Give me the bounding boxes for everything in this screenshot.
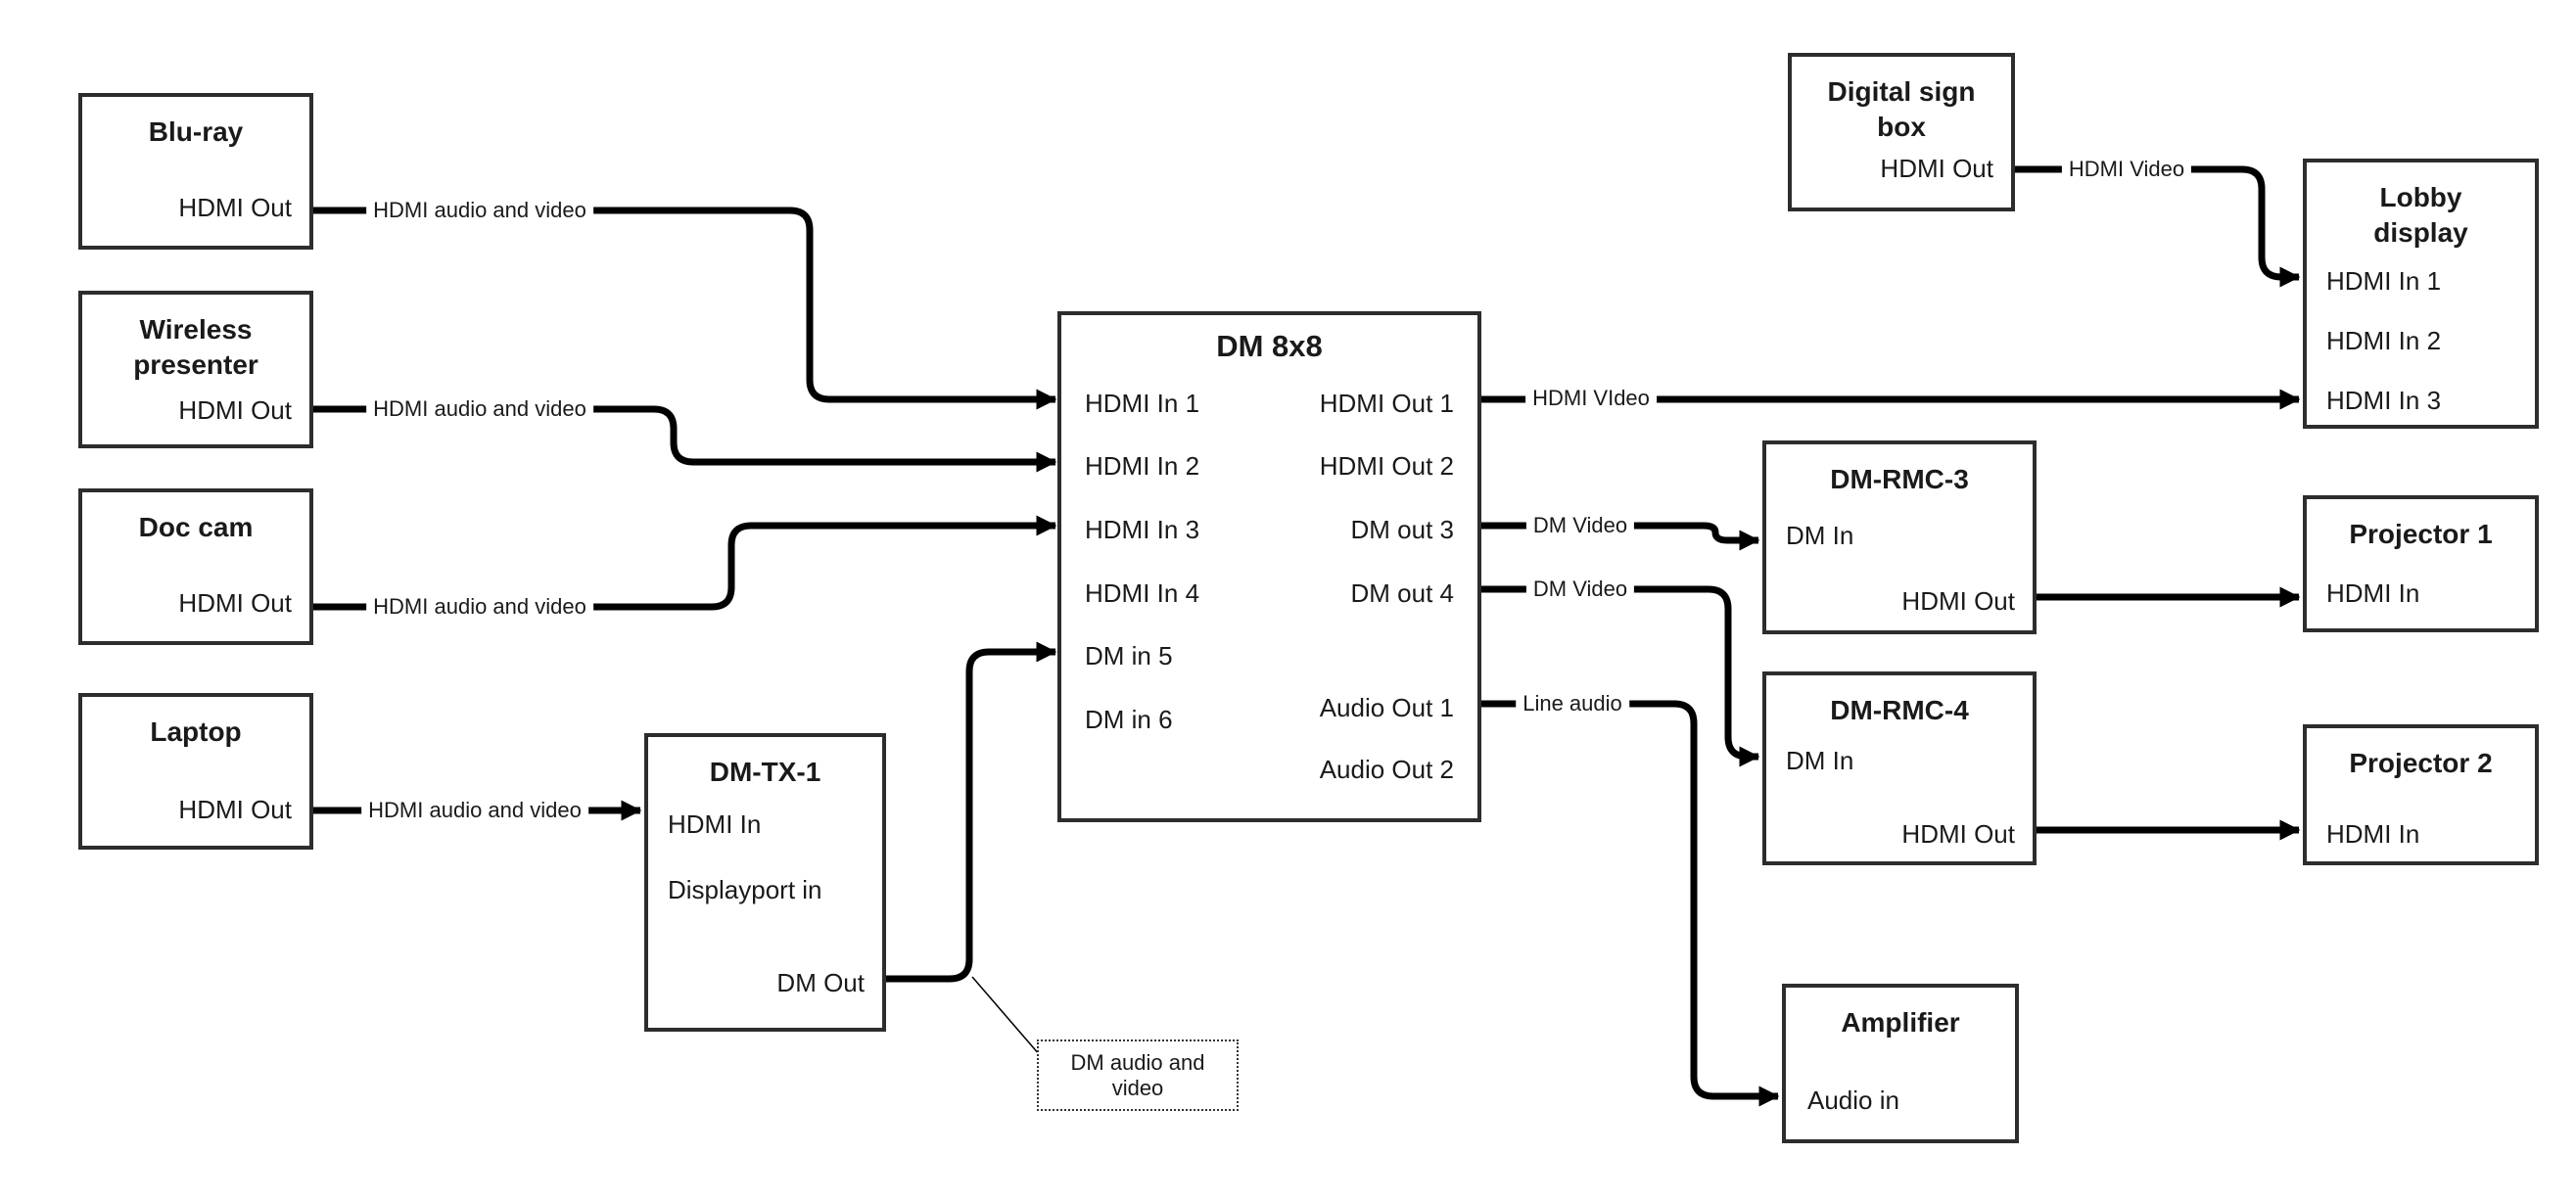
node-title: Projector 1 — [2349, 519, 2493, 549]
node-title: DM-TX-1 — [709, 757, 821, 787]
edge-label-dm-video-out3: DM Video — [1525, 513, 1635, 538]
port-audio-out-2: Audio Out 2 — [1319, 755, 1454, 784]
node-title: Laptop — [150, 716, 242, 747]
wire-dm8x8-out4-to-rmc4[interactable] — [1481, 585, 1760, 767]
node-dm-rmc-3[interactable]: DM-RMC-3 DM In HDMI Out — [1762, 440, 2037, 634]
node-laptop[interactable]: Laptop HDMI Out — [78, 693, 313, 850]
node-title: DM-RMC-4 — [1830, 695, 1969, 725]
port-hdmi-out: HDMI Out — [178, 795, 292, 824]
port-dm-in-5: DM in 5 — [1085, 641, 1173, 670]
port-hdmi-in: HDMI In — [2326, 819, 2420, 849]
port-hdmi-out: HDMI Out — [178, 588, 292, 618]
port-dm-in-6: DM in 6 — [1085, 705, 1173, 734]
port-audio-out-1: Audio Out 1 — [1319, 693, 1454, 722]
edge-label-line-audio: Line audio — [1516, 691, 1629, 716]
port-dm-out-3: DM out 3 — [1350, 515, 1455, 544]
port-dm-in: DM In — [1786, 746, 1854, 775]
port-dm-in: DM In — [1786, 521, 1854, 550]
port-hdmi-out: HDMI Out — [1901, 819, 2015, 849]
node-blu-ray[interactable]: Blu-ray HDMI Out — [78, 93, 313, 250]
node-title: Wireless presenter — [133, 314, 258, 380]
note-callout-line — [971, 976, 1041, 1056]
edge-label-dm-video-out4: DM Video — [1525, 577, 1635, 602]
node-dm-tx-1[interactable]: DM-TX-1 HDMI In Displayport in DM Out — [644, 733, 886, 1032]
port-hdmi-in-2: HDMI In 2 — [1085, 451, 1200, 481]
wire-bluray-to-dm8x8-in1[interactable] — [313, 207, 1057, 410]
edge-label-wireless: HDMI audio and video — [366, 396, 593, 422]
node-amplifier[interactable]: Amplifier Audio in — [1782, 984, 2019, 1143]
edge-label-hdmi-video-sign: HDMI Video — [2061, 157, 2192, 182]
edge-label-doccam: HDMI audio and video — [366, 594, 593, 620]
wire-dm8x8-audio1-to-amplifier[interactable] — [1481, 700, 1780, 1107]
port-hdmi-out: HDMI Out — [178, 395, 292, 425]
edge-label-laptop: HDMI audio and video — [361, 798, 588, 823]
note-dm-audio-and-video: DM audio and video — [1037, 1039, 1239, 1111]
edge-label-hdmi-video-out1: HDMI VIdeo — [1525, 386, 1657, 411]
port-hdmi-in-3: HDMI In 3 — [1085, 515, 1200, 544]
node-title: Lobby display — [2373, 182, 2468, 248]
wire-dmtx1-to-dm8x8-in5[interactable] — [886, 641, 1057, 983]
port-hdmi-in-1: HDMI In 1 — [2326, 266, 2442, 296]
wire-dm8x8-out3-to-rmc3[interactable] — [1481, 522, 1760, 551]
port-dm-out: DM Out — [776, 968, 865, 997]
node-title: Blu-ray — [148, 116, 244, 147]
port-hdmi-out: HDMI Out — [1901, 586, 2015, 616]
node-digital-sign-box[interactable]: Digital sign box HDMI Out — [1788, 53, 2015, 211]
port-hdmi-in-4: HDMI In 4 — [1085, 578, 1200, 608]
node-doc-cam[interactable]: Doc cam HDMI Out — [78, 488, 313, 645]
wire-wireless-to-dm8x8-in2[interactable] — [313, 405, 1057, 473]
port-hdmi-in-2: HDMI In 2 — [2326, 326, 2442, 355]
node-projector-1[interactable]: Projector 1 HDMI In — [2303, 495, 2539, 632]
port-audio-in: Audio in — [1807, 1086, 1899, 1115]
port-dm-out-4: DM out 4 — [1350, 578, 1455, 608]
port-hdmi-in: HDMI In — [2326, 578, 2420, 608]
port-hdmi-out: HDMI Out — [178, 193, 292, 222]
port-hdmi-out-2: HDMI Out 2 — [1319, 451, 1454, 481]
node-title: Digital sign box — [1827, 76, 1976, 142]
node-wireless-presenter[interactable]: Wireless presenter HDMI Out — [78, 291, 313, 448]
node-title: DM 8x8 — [1216, 329, 1323, 363]
port-hdmi-in-1: HDMI In 1 — [1085, 389, 1200, 418]
wire-signbox-to-lobby-in1[interactable] — [2015, 165, 2301, 288]
node-projector-2[interactable]: Projector 2 HDMI In — [2303, 724, 2539, 865]
node-dm-8x8[interactable]: DM 8x8 HDMI In 1 HDMI In 2 HDMI In 3 HDM… — [1057, 311, 1481, 822]
port-hdmi-in-3: HDMI In 3 — [2326, 386, 2442, 415]
node-title: Projector 2 — [2349, 748, 2493, 778]
node-title: Doc cam — [138, 512, 254, 542]
edge-label-bluray: HDMI audio and video — [366, 198, 593, 223]
wire-doccam-to-dm8x8-in3[interactable] — [313, 515, 1057, 611]
node-title: DM-RMC-3 — [1830, 464, 1969, 494]
node-title: Amplifier — [1841, 1007, 1960, 1038]
port-hdmi-out-1: HDMI Out 1 — [1319, 389, 1454, 418]
port-hdmi-out: HDMI Out — [1880, 154, 1993, 183]
node-dm-rmc-4[interactable]: DM-RMC-4 DM In HDMI Out — [1762, 671, 2037, 865]
port-hdmi-in: HDMI In — [668, 809, 762, 839]
node-lobby-display[interactable]: Lobby display HDMI In 1 HDMI In 2 HDMI I… — [2303, 159, 2539, 429]
port-displayport-in: Displayport in — [668, 875, 822, 904]
